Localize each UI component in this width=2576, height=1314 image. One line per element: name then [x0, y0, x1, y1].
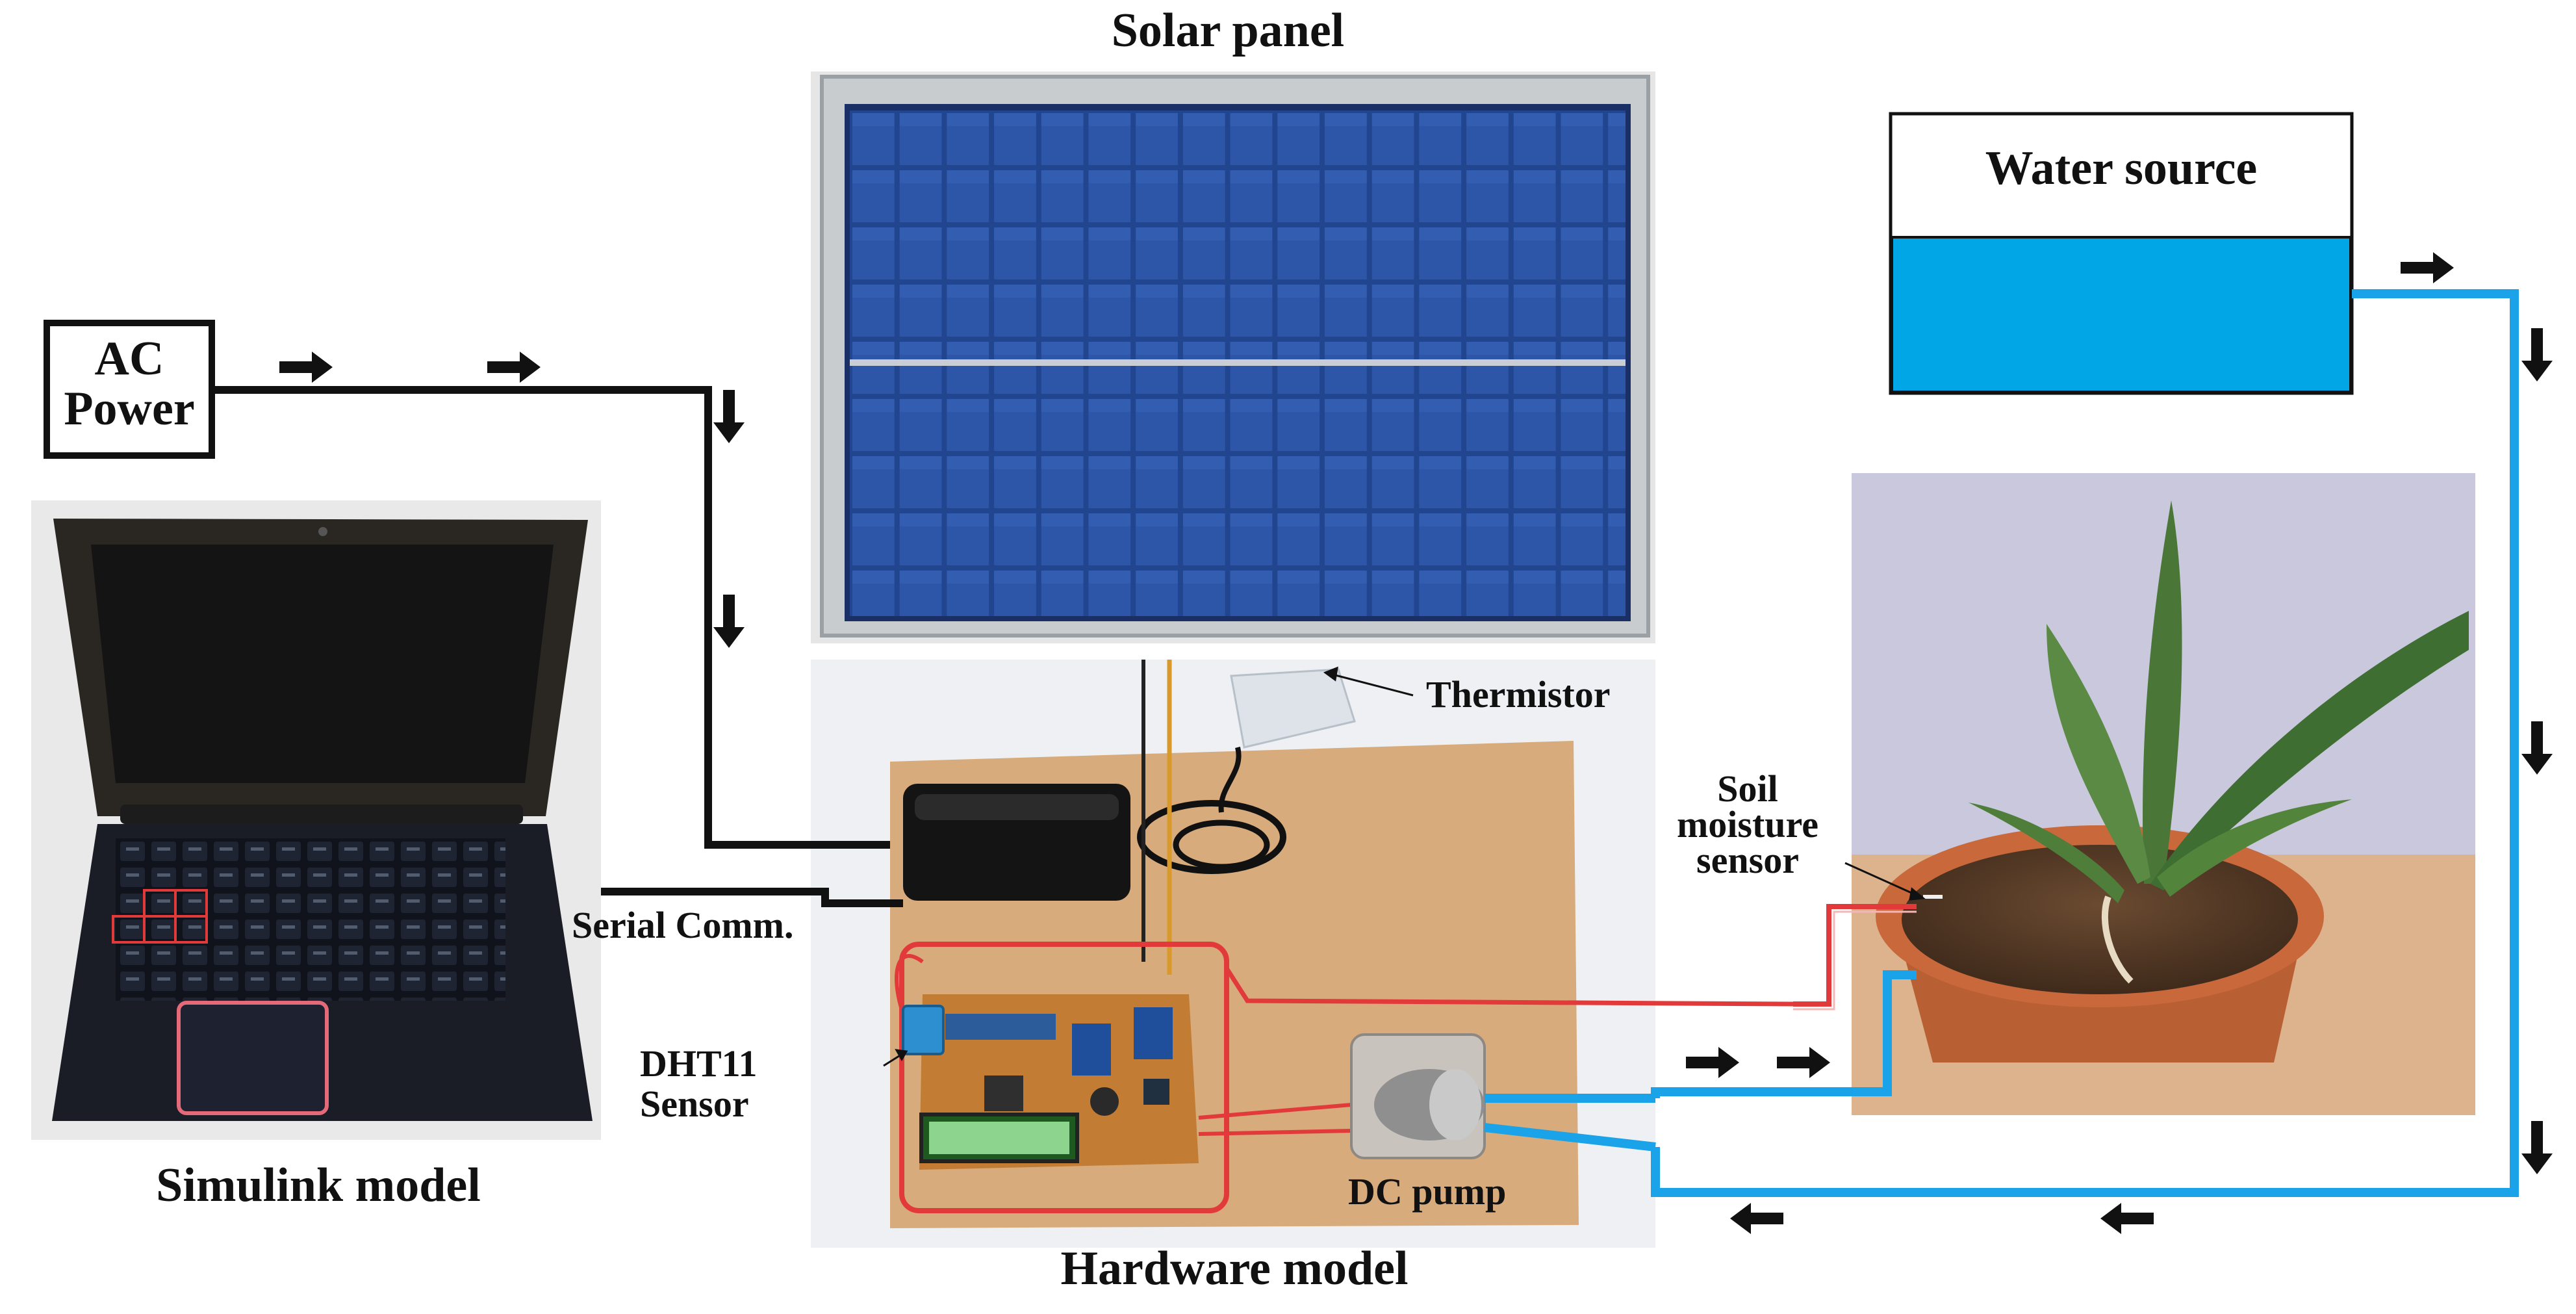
arrow-icon	[2521, 721, 2553, 775]
soil-sensor-wire	[1793, 904, 1917, 1011]
hardware-model-label: Hardware model	[1060, 1242, 1409, 1295]
pointer-lines	[883, 666, 1926, 1067]
ac-power-label-line1: AC	[94, 332, 164, 385]
soil-sensor-label-line1: Soil	[1717, 767, 1778, 810]
simulink-model-label: Simulink model	[156, 1159, 481, 1212]
water-pipes	[1651, 289, 2519, 1197]
laptop-icon	[31, 500, 601, 1140]
potted-plant-icon	[1852, 473, 2475, 1115]
touchpad	[177, 1001, 329, 1115]
arrow-icon	[1686, 1047, 1739, 1078]
arrow-icon	[2100, 1203, 2154, 1234]
arrow-icon	[713, 390, 745, 443]
soil-sensor-label-line3: sensor	[1696, 839, 1799, 881]
flow-arrows	[279, 252, 2553, 1234]
solar-panel-icon	[811, 71, 1655, 643]
arrow-icon	[2521, 328, 2553, 381]
ac-power-label-line2: Power	[64, 382, 195, 435]
arrow-icon	[487, 352, 541, 383]
arrow-icon	[2521, 1121, 2553, 1174]
water-source-label: Water source	[1985, 142, 2258, 195]
arrow-icon	[2401, 252, 2454, 283]
arrow-icon	[713, 595, 745, 648]
arrow-icon	[279, 352, 333, 383]
ac-power-box	[44, 320, 215, 459]
keyboard	[116, 838, 505, 1001]
hardware-model-photo	[811, 660, 1794, 1248]
serial-comm-label: Serial Comm.	[572, 904, 794, 946]
arrow-icon	[1777, 1047, 1830, 1078]
dht11-label-line1: DHT11	[640, 1042, 758, 1085]
power-lines	[212, 386, 903, 907]
thermistor-label: Thermistor	[1426, 673, 1611, 715]
dht11-label-line2: Sensor	[640, 1083, 749, 1125]
arrow-icon	[1730, 1203, 1783, 1234]
dht11-sensor	[902, 1005, 945, 1055]
water-source-tank	[1889, 112, 2354, 395]
solar-panel-label: Solar panel	[1111, 4, 1345, 57]
soil-sensor-label-line2: moisture	[1676, 803, 1818, 845]
dc-pump-label: DC pump	[1348, 1170, 1507, 1213]
